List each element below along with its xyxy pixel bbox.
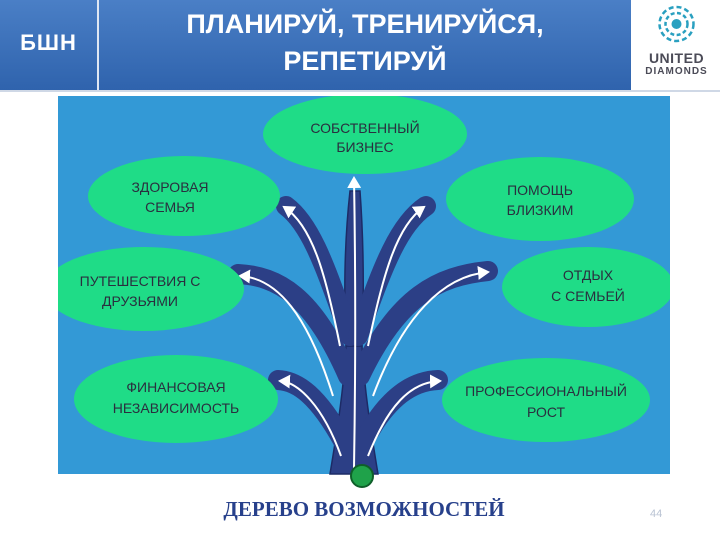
arrow-to-finance bbox=[278, 374, 342, 457]
node-healthy-family-line2: СЕМЬЯ bbox=[145, 199, 195, 215]
node-healthy-family: ЗДОРОВАЯ СЕМЬЯ bbox=[88, 156, 280, 236]
node-financial-line1: ФИНАНСОВАЯ bbox=[126, 379, 225, 395]
node-healthy-family-line1: ЗДОРОВАЯ bbox=[131, 179, 208, 195]
arrow-to-family bbox=[282, 205, 341, 347]
node-help-loved-line1: ПОМОЩЬ bbox=[507, 182, 573, 198]
node-professional-line1: ПРОФЕССИОНАЛЬНЫЙ bbox=[465, 382, 627, 399]
arrow-to-business bbox=[347, 176, 362, 469]
logo-word-united: UNITED bbox=[648, 50, 705, 66]
node-financial: ФИНАНСОВАЯ НЕЗАВИСИМОСТЬ bbox=[74, 355, 278, 443]
node-travel-line1: ПУТЕШЕСТВИЯ С bbox=[80, 273, 201, 289]
node-help-loved: ПОМОЩЬ БЛИЗКИМ bbox=[446, 157, 634, 241]
arrow-to-career bbox=[367, 374, 442, 457]
growth-arrows bbox=[238, 176, 490, 469]
node-family-rest: ОТДЫХ С СЕМЬЕЙ bbox=[502, 247, 670, 327]
diagram-caption: ДЕРЕВО ВОЗМОЖНОСТЕЙ bbox=[223, 497, 505, 521]
logo-word-diamonds: DIAMONDS bbox=[645, 66, 708, 77]
node-financial-line2: НЕЗАВИСИМОСТЬ bbox=[113, 400, 239, 416]
arrow-to-travel bbox=[238, 269, 334, 397]
school-badge: БШН bbox=[0, 0, 99, 90]
tree-root-circle bbox=[350, 464, 374, 488]
node-family-rest-line2: С СЕМЬЕЙ bbox=[551, 287, 625, 304]
arrow-to-rest bbox=[372, 265, 490, 397]
header-divider bbox=[0, 90, 720, 92]
node-travel-line2: ДРУЗЬЯМИ bbox=[102, 293, 178, 309]
title-line-2: РЕПЕТИРУЙ bbox=[283, 46, 447, 76]
title-banner: ПЛАНИРУЙ, ТРЕНИРУЙСЯ, РЕПЕТИРУЙ bbox=[99, 0, 631, 90]
node-own-business-line2: БИЗНЕС bbox=[336, 139, 393, 155]
node-own-business: СОБСТВЕННЫЙ БИЗНЕС bbox=[263, 96, 467, 174]
arrow-to-help bbox=[367, 205, 426, 347]
node-family-rest-line1: ОТДЫХ bbox=[563, 267, 614, 283]
diamond-emblem-icon bbox=[658, 5, 695, 43]
node-own-business-line1: СОБСТВЕННЫЙ bbox=[310, 119, 419, 136]
page-number: 44 bbox=[650, 508, 663, 520]
node-help-loved-line2: БЛИЗКИМ bbox=[507, 202, 574, 218]
united-diamonds-logo: UNITED DIAMONDS bbox=[633, 0, 720, 90]
school-abbr: БШН bbox=[20, 30, 77, 55]
tree-of-opportunities-diagram: СОБСТВЕННЫЙ БИЗНЕС ЗДОРОВАЯ СЕМЬЯ ПОМОЩЬ… bbox=[58, 96, 670, 488]
node-professional-line2: РОСТ bbox=[527, 404, 566, 420]
title-line-1: ПЛАНИРУЙ, ТРЕНИРУЙСЯ, bbox=[186, 9, 544, 39]
node-travel: ПУТЕШЕСТВИЯ С ДРУЗЬЯМИ bbox=[58, 247, 244, 331]
slide-header: БШН ПЛАНИРУЙ, ТРЕНИРУЙСЯ, РЕПЕТИРУЙ UNIT… bbox=[0, 0, 720, 90]
node-professional: ПРОФЕССИОНАЛЬНЫЙ РОСТ bbox=[442, 358, 650, 442]
